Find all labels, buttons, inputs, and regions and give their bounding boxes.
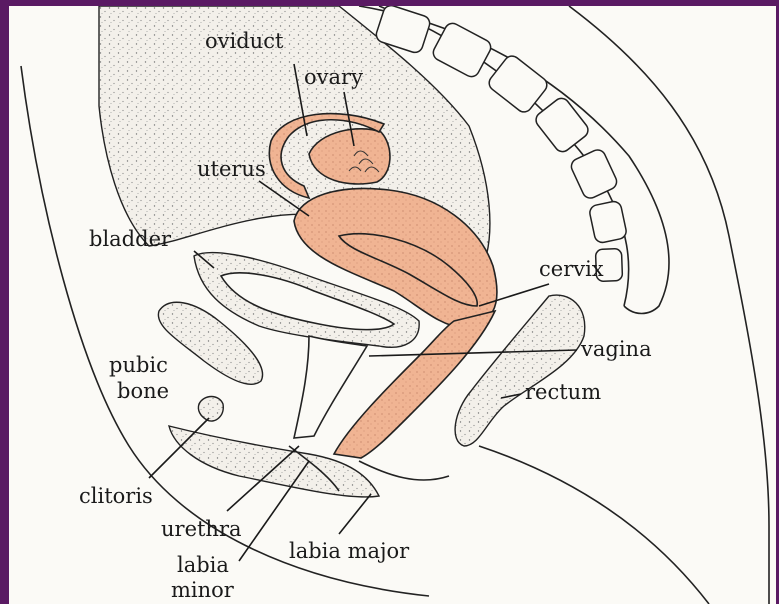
- label-cervix: cervix: [539, 257, 604, 281]
- label-clitoris: clitoris: [79, 484, 153, 508]
- label-pubic: pubic: [109, 353, 168, 377]
- female-reproductive-anatomy-diagram: oviduct ovary uterus bladder cervix pubi…: [9, 6, 776, 604]
- labia-major-leader: [339, 494, 371, 534]
- body-outline-back: [569, 6, 769, 604]
- clitoris-shape: [198, 397, 223, 422]
- label-bladder: bladder: [89, 227, 172, 251]
- label-oviduct: oviduct: [205, 29, 284, 53]
- buttock-line: [479, 446, 709, 604]
- perineum-line: [359, 461, 449, 480]
- label-labia-major: labia major: [289, 539, 410, 563]
- label-labia: labia: [177, 553, 229, 577]
- label-bone: bone: [117, 379, 169, 403]
- label-minor: minor: [171, 578, 235, 602]
- label-rectum: rectum: [525, 380, 601, 404]
- label-ovary: ovary: [304, 65, 363, 89]
- label-uterus: uterus: [197, 157, 266, 181]
- label-vagina: vagina: [580, 337, 652, 361]
- label-urethra: urethra: [161, 517, 242, 541]
